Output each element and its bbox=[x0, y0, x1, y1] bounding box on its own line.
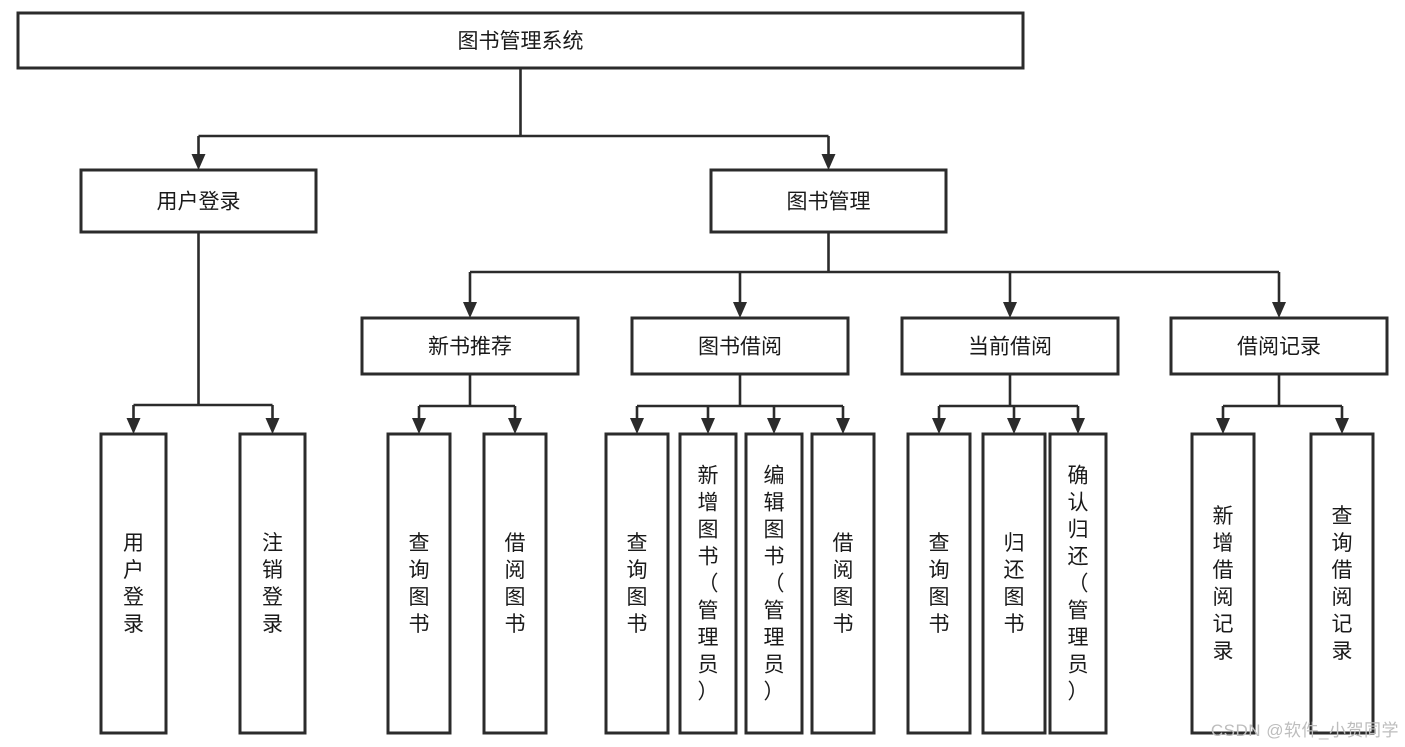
node-leaf-8[interactable]: 查询图书 bbox=[906, 432, 972, 735]
node-leaf-0[interactable]: 用户登录 bbox=[99, 432, 168, 735]
node-leaf-9-label: 归还图书 bbox=[1004, 532, 1025, 636]
node-leaf-1[interactable]: 注销登录 bbox=[238, 432, 307, 735]
node-leaf-12-label: 查询借阅记录 bbox=[1332, 505, 1353, 663]
node-leaf-4-box[interactable] bbox=[604, 432, 670, 735]
leaf-arrow-1-0-arrowhead bbox=[412, 418, 426, 434]
node-l3-3-box[interactable] bbox=[1169, 316, 1389, 376]
node-leaf-0-label: 用户登录 bbox=[123, 532, 144, 636]
node-leaf-5-label: 新增图书（管理员） bbox=[698, 464, 719, 703]
leaf-arrow-2-2-arrowhead bbox=[767, 418, 781, 434]
node-leaf-2-label: 查询图书 bbox=[409, 532, 430, 636]
node-l2-0-box[interactable] bbox=[79, 168, 318, 234]
node-leaf-4[interactable]: 查询图书 bbox=[604, 432, 670, 735]
node-leaf-10-box[interactable] bbox=[1048, 432, 1108, 735]
node-leaf-2[interactable]: 查询图书 bbox=[386, 432, 452, 735]
node-leaf-5[interactable]: 新增图书（管理员） bbox=[678, 432, 738, 735]
node-l2-1-label: 图书管理 bbox=[787, 191, 871, 214]
bookmgmt-to-l3-3-arrowhead bbox=[1272, 302, 1286, 318]
node-leaf-5-box[interactable] bbox=[678, 432, 738, 735]
node-l3-1-label: 图书借阅 bbox=[698, 336, 782, 359]
node-l3-2-label: 当前借阅 bbox=[968, 336, 1052, 359]
node-layer: 图书管理系统用户登录图书管理新书推荐图书借阅当前借阅借阅记录用户登录注销登录查询… bbox=[16, 11, 1389, 735]
leaf-arrow-2-0-arrowhead bbox=[630, 418, 644, 434]
node-leaf-3[interactable]: 借阅图书 bbox=[482, 432, 548, 735]
node-l3-0-label: 新书推荐 bbox=[428, 336, 512, 359]
node-root-system-box[interactable] bbox=[16, 11, 1025, 70]
root-to-l2-0-arrowhead bbox=[191, 154, 206, 170]
node-leaf-7-label: 借阅图书 bbox=[833, 532, 854, 636]
node-l3-3[interactable]: 借阅记录 bbox=[1169, 316, 1389, 376]
node-l2-1[interactable]: 图书管理 bbox=[709, 168, 948, 234]
node-leaf-1-label: 注销登录 bbox=[262, 532, 283, 636]
node-l3-1[interactable]: 图书借阅 bbox=[630, 316, 850, 376]
node-l2-0[interactable]: 用户登录 bbox=[79, 168, 318, 234]
leaf-arrow-3-2-arrowhead bbox=[1071, 418, 1085, 434]
node-leaf-0-box[interactable] bbox=[99, 432, 168, 735]
node-leaf-3-label: 借阅图书 bbox=[505, 532, 526, 636]
node-leaf-12[interactable]: 查询借阅记录 bbox=[1309, 432, 1375, 735]
node-l2-0-label: 用户登录 bbox=[157, 191, 241, 214]
leaf-arrow-0-1-arrowhead bbox=[265, 418, 280, 434]
node-leaf-9[interactable]: 归还图书 bbox=[981, 432, 1047, 735]
node-leaf-10[interactable]: 确认归还（管理员） bbox=[1048, 432, 1108, 735]
node-l2-1-box[interactable] bbox=[709, 168, 948, 234]
bookmgmt-to-l3-0-arrowhead bbox=[463, 302, 477, 318]
node-leaf-6[interactable]: 编辑图书（管理员） bbox=[744, 432, 804, 735]
node-leaf-6-box[interactable] bbox=[744, 432, 804, 735]
node-root-system-label: 图书管理系统 bbox=[458, 30, 584, 53]
leaf-arrow-3-0-arrowhead bbox=[932, 418, 946, 434]
node-leaf-12-box[interactable] bbox=[1309, 432, 1375, 735]
node-leaf-10-label: 确认归还（管理员） bbox=[1068, 464, 1089, 703]
bookmgmt-to-l3-1-arrowhead bbox=[733, 302, 747, 318]
leaf-arrow-4-0-arrowhead bbox=[1216, 418, 1230, 434]
node-leaf-1-box[interactable] bbox=[238, 432, 307, 735]
node-leaf-11-label: 新增借阅记录 bbox=[1213, 505, 1234, 663]
node-l3-0-box[interactable] bbox=[360, 316, 580, 376]
leaf-arrow-0-0-arrowhead bbox=[126, 418, 141, 434]
node-leaf-8-box[interactable] bbox=[906, 432, 972, 735]
leaf-arrow-2-1-arrowhead bbox=[701, 418, 715, 434]
node-l3-2[interactable]: 当前借阅 bbox=[900, 316, 1120, 376]
bookmgmt-to-l3-2-arrowhead bbox=[1003, 302, 1017, 318]
root-to-l2-1-arrowhead bbox=[821, 154, 836, 170]
node-leaf-11-box[interactable] bbox=[1190, 432, 1256, 735]
node-leaf-2-box[interactable] bbox=[386, 432, 452, 735]
node-leaf-9-box[interactable] bbox=[981, 432, 1047, 735]
leaf-arrow-2-3-arrowhead bbox=[836, 418, 850, 434]
connector-layer bbox=[126, 68, 1349, 434]
leaf-arrow-3-1-arrowhead bbox=[1007, 418, 1021, 434]
node-leaf-4-label: 查询图书 bbox=[627, 532, 648, 636]
node-leaf-7[interactable]: 借阅图书 bbox=[810, 432, 876, 735]
node-root-system[interactable]: 图书管理系统 bbox=[16, 11, 1025, 70]
leaf-arrow-4-1-arrowhead bbox=[1335, 418, 1349, 434]
node-leaf-7-box[interactable] bbox=[810, 432, 876, 735]
node-l3-0[interactable]: 新书推荐 bbox=[360, 316, 580, 376]
node-leaf-6-label: 编辑图书（管理员） bbox=[764, 464, 785, 703]
node-leaf-11[interactable]: 新增借阅记录 bbox=[1190, 432, 1256, 735]
node-l3-2-box[interactable] bbox=[900, 316, 1120, 376]
leaf-arrow-1-1-arrowhead bbox=[508, 418, 522, 434]
node-leaf-3-box[interactable] bbox=[482, 432, 548, 735]
node-l3-1-box[interactable] bbox=[630, 316, 850, 376]
node-l3-3-label: 借阅记录 bbox=[1237, 336, 1321, 359]
node-leaf-8-label: 查询图书 bbox=[929, 532, 950, 636]
